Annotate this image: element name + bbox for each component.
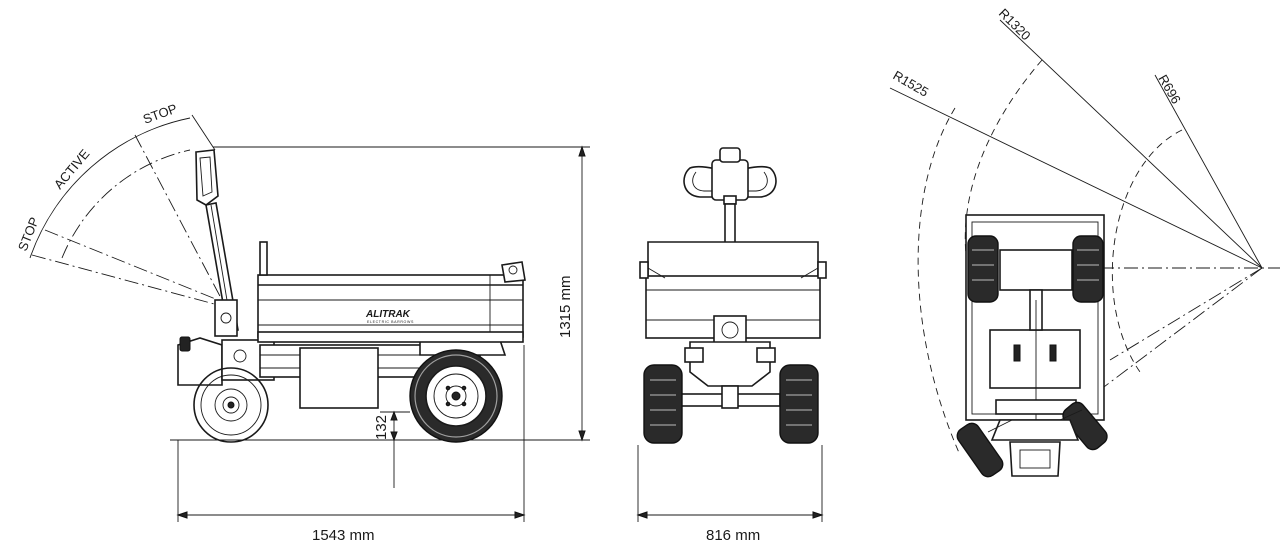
radius-middle-label: R1320 [996, 6, 1034, 44]
top-front-module [987, 409, 1083, 477]
length-dimension: 1543 mm [312, 527, 375, 544]
side-view: STOP ACTIVE STOP [15, 101, 590, 544]
front-wheel [193, 367, 269, 443]
radius-arc-middle [964, 59, 1043, 256]
rear-wheel [409, 349, 503, 443]
handle [195, 149, 239, 337]
top-front-left-tire [956, 422, 1004, 478]
dump-bed: ALITRAK ELECTRIC BARROWS [257, 241, 526, 343]
stop-bottom-label: STOP [15, 215, 42, 253]
radius-outer-label: R1525 [891, 68, 932, 100]
brand-logo: ALITRAK [365, 309, 411, 320]
clearance-dimension: 132 [373, 415, 390, 440]
top-rear-left-tire [967, 235, 999, 303]
top-rear-right-tire [1072, 235, 1104, 303]
front-right-tire [779, 364, 819, 444]
battery-box [299, 347, 379, 409]
radius-arc-inner [1111, 129, 1183, 373]
active-label: ACTIVE [51, 146, 93, 192]
front-left-tire [643, 364, 683, 444]
handle-swing-arc-outer [29, 117, 191, 259]
front-view: 816 mm [636, 147, 827, 544]
width-dimension: 816 mm [706, 527, 760, 544]
top-view: R1525 R1320 R696 [889, 6, 1280, 478]
front-bed [639, 241, 827, 339]
stop-top-label: STOP [141, 101, 179, 127]
brand-sub-logo: ELECTRIC BARROWS [367, 320, 414, 324]
height-dimension: 1315 mm [557, 275, 574, 338]
handle-swing-arc-inner [61, 149, 191, 259]
radius-arc-outer [917, 107, 961, 456]
front-mechanism [679, 315, 781, 409]
radius-inner-label: R696 [1155, 72, 1184, 106]
